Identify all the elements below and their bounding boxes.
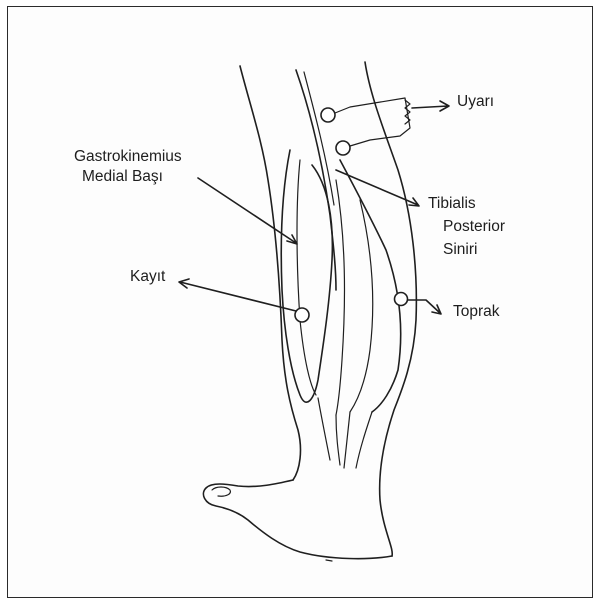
gastrocnemius-inner [297,160,316,395]
arrow-toprak [408,300,441,314]
label-toprak: Toprak [453,302,500,322]
label-tibialis: Tibialis [428,194,476,214]
soleus-inner-2 [350,200,373,412]
arrow-uyari [412,101,449,111]
soleus-outline [340,160,401,412]
foot-outline [203,480,392,559]
label-medial-basi: Medial Başı [82,167,163,187]
gastrocnemius-outline [281,150,332,402]
label-siniri: Siniri [443,240,477,260]
label-posterior: Posterior [443,217,505,237]
stim-electrode-lower [336,141,350,155]
achilles-tendon [318,398,372,468]
record-electrode [295,308,309,322]
toe-detail [212,487,230,496]
label-kayit: Kayıt [130,267,165,287]
stim-wire [335,98,410,146]
label-uyari: Uyarı [457,92,494,112]
soleus-inner [336,180,344,415]
ground-electrode [395,293,408,306]
leg-outline-left [240,66,300,480]
arrow-tibialis [336,170,419,206]
sole-mark [326,560,332,561]
tibia-line-inner [304,72,334,205]
label-gastrokinemius: Gastrokinemius [74,147,182,167]
stim-electrode-upper [321,108,335,122]
